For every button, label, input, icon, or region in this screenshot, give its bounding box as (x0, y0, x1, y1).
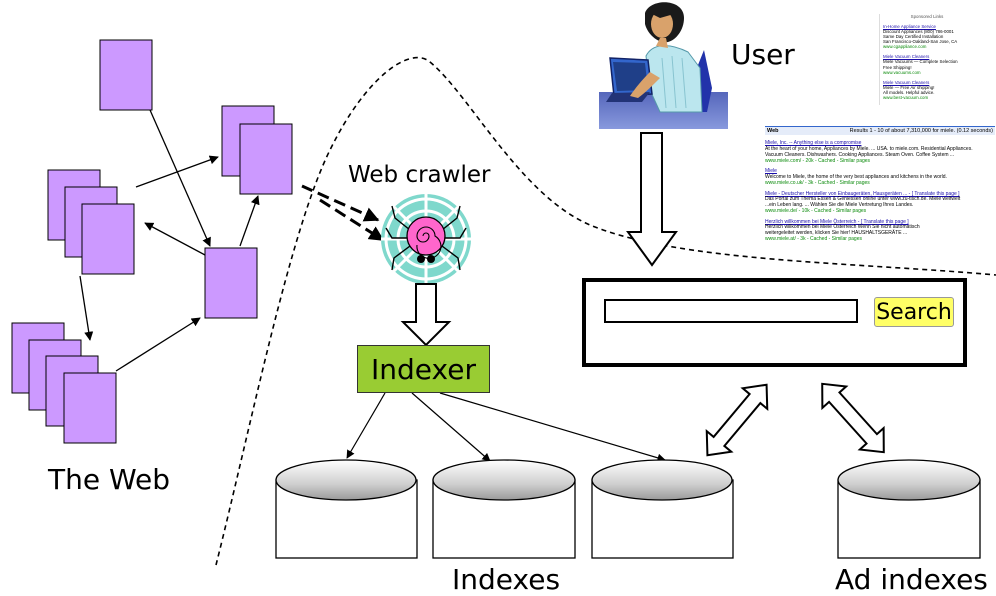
result-snippet: At the heart of your home, Appliances by… (765, 146, 973, 153)
search-results-panel: Web Results 1 - 10 of about 7,310,000 fo… (765, 126, 995, 248)
result-title-link[interactable]: Herzlich willkommen bei Miele Österreich… (765, 218, 909, 225)
web-page (204, 247, 258, 319)
result-snippet: Welcome to Miele, the home of the very b… (765, 174, 947, 181)
result-snippet: weitergeleitet werden, klicken Sie hier!… (765, 230, 908, 237)
web-crawler-label: Web crawler (348, 162, 491, 188)
result-snippet: Das Portal zum Thema Essen & Geniessen o… (765, 196, 961, 203)
result-title-link[interactable]: Miele - Deutscher Hersteller von Einbaug… (765, 190, 960, 197)
ad-text: Miele — Free Air shipping! (883, 84, 935, 90)
results-header: Web Results 1 - 10 of about 7,310,000 fo… (765, 126, 995, 136)
ad-text: Same Day Certified Installation (883, 34, 944, 40)
search-index-double-arrow (705, 382, 885, 457)
ad-text: Discount Appliances (800) 786-0001 (883, 29, 954, 35)
web-page (63, 372, 117, 444)
result-url: www.miele.at/ - 3k - Cached - Similar pa… (765, 235, 862, 242)
result-item: Miele - Deutscher Hersteller von Einbaug… (765, 190, 995, 215)
link-arrow (115, 317, 201, 372)
index-disk (432, 459, 576, 559)
ad-text: Free Shipping! (883, 64, 912, 70)
result-title-link[interactable]: Miele, Inc. -- Anything else is a compro… (765, 140, 862, 147)
results-summary: Results 1 - 10 of about 7,310,000 for mi… (849, 128, 993, 134)
link-arrow (135, 155, 219, 188)
ad-title-link[interactable]: Miele Vacuum Cleaners (883, 54, 930, 60)
crawler-to-indexer-arrow (400, 283, 452, 347)
indexes-label: Indexes (452, 563, 561, 596)
crawler-fetch-arrows (301, 184, 385, 242)
spider-web-icon (381, 194, 471, 284)
index-disks (275, 459, 981, 559)
result-item: Herzlich willkommen bei Miele Österreich… (765, 218, 995, 243)
ad-text: All models. Helpful advice. (883, 89, 935, 95)
index-disk (275, 459, 418, 559)
result-snippet: Herzlich willkommen bei Miele Österreich… (765, 224, 920, 231)
search-button[interactable]: Search (874, 297, 954, 327)
ad-url: www.cgappliance.com (883, 44, 927, 50)
ad-title-link[interactable]: Miele Vacuum Cleaners (883, 79, 930, 85)
web-page (99, 39, 153, 111)
link-arrow (79, 275, 94, 341)
index-disk (591, 459, 734, 559)
web-page (239, 123, 293, 195)
results-tab: Web (767, 128, 779, 134)
user-illustration (599, 2, 728, 129)
ad-index-disk (837, 459, 981, 559)
web-boundary-curve (215, 56, 996, 566)
link-arrow (239, 195, 260, 247)
result-snippet: Vacuum Cleaners. Dishwashers. Cooking Ap… (765, 151, 955, 158)
ad-url: www.vacuums.com (883, 69, 921, 75)
web-pages (11, 39, 293, 444)
search-panel: Search (582, 278, 967, 367)
link-arrow (149, 109, 211, 247)
result-url: www.miele.com/ - 20k - Cached - Similar … (765, 157, 871, 164)
web-links (79, 109, 260, 372)
ad-indexes-label: Ad indexes (835, 563, 988, 596)
result-url: www.miele.de/ - 10k - Cached - Similar p… (765, 207, 867, 214)
ad-url: www.best-vacuum.com (883, 94, 929, 100)
indexer-box: Indexer (357, 345, 490, 393)
sponsored-links-panel: Sponsored Links In-Home Appliance Servic… (879, 14, 971, 105)
ads-header: Sponsored Links (910, 14, 944, 19)
user-query-arrow (626, 132, 678, 267)
indexer-output-arrows (346, 392, 666, 462)
web-page (81, 203, 135, 275)
link-arrow (144, 222, 206, 256)
ad-text: Miele Vacuums — Complete Selection (883, 59, 958, 65)
search-input[interactable] (604, 299, 858, 323)
the-web-label: The Web (48, 463, 171, 496)
result-title-link[interactable]: Miele (765, 168, 777, 175)
result-snippet: ...ein Leben lang. ... Wählen Sie die Mi… (765, 202, 914, 209)
ad-text: San Francisco-Oakland-San Jose, CA (883, 39, 958, 45)
user-label: User (731, 38, 795, 71)
result-item: Miele, Inc. -- Anything else is a compro… (765, 141, 995, 164)
ad-title-link[interactable]: In-Home Appliance Service (883, 24, 936, 30)
result-url: www.miele.co.uk/ - 3k - Cached - Similar… (765, 179, 870, 186)
